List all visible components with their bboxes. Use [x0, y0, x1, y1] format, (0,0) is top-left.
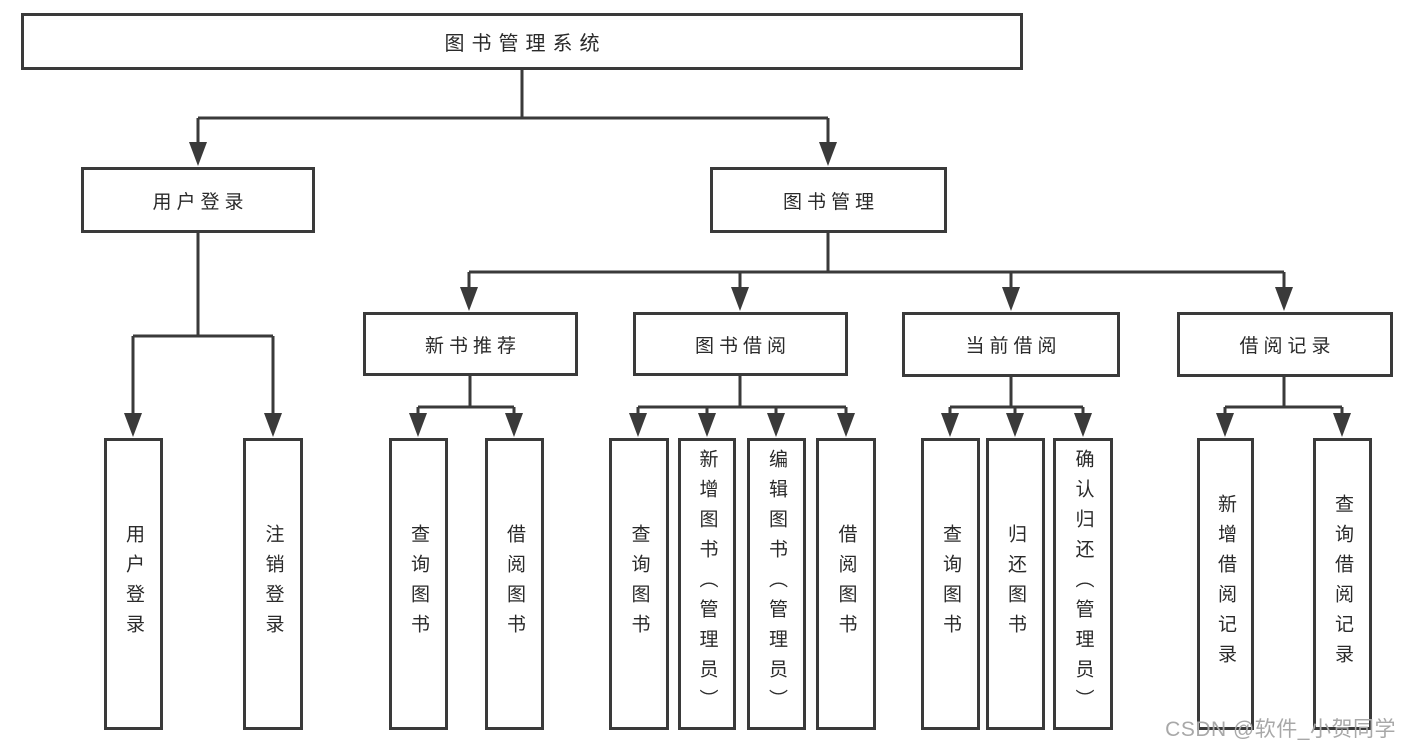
node-leaf-user-login: 用户登录	[104, 438, 163, 730]
node-leaf-borrow-books: 借阅图书	[816, 438, 876, 730]
node-leaf-add-book-admin: 新增图书（管理员）	[678, 438, 736, 730]
node-leaf-edit-book-admin: 编辑图书（管理员）	[747, 438, 806, 730]
node-label: 用户登录	[152, 191, 249, 213]
node-label: 注销登录	[262, 524, 284, 644]
node-label: 新增图书（管理员）	[696, 449, 718, 719]
node-leaf-return-book: 归还图书	[986, 438, 1045, 730]
node-user-login: 用户登录	[81, 167, 315, 233]
connector-paths	[131, 69, 1344, 416]
node-label: 当前借阅	[965, 336, 1062, 357]
node-book-management-system: 图书管理系统	[21, 13, 1023, 70]
node-book-borrowing: 图书借阅	[633, 312, 848, 376]
node-label: 新增借阅记录	[1215, 494, 1236, 674]
node-label: 图书管理	[782, 191, 879, 213]
node-leaf-query-books-current: 查询图书	[921, 438, 980, 730]
node-book-management: 图书管理	[710, 167, 947, 233]
node-label: 新书推荐	[424, 335, 521, 357]
node-label: 用户登录	[123, 524, 144, 644]
node-leaf-confirm-return-admin: 确认归还（管理员）	[1053, 438, 1113, 730]
node-label: 借阅图书	[835, 524, 857, 644]
node-label: 确认归还（管理员）	[1072, 449, 1094, 719]
node-leaf-query-books-recommend: 查询图书	[389, 438, 448, 730]
node-label: 查询借阅记录	[1332, 494, 1353, 674]
node-label: 借阅图书	[504, 524, 525, 644]
node-label: 编辑图书（管理员）	[766, 449, 787, 719]
node-current-borrowing: 当前借阅	[902, 312, 1120, 377]
node-label: 查询图书	[940, 524, 961, 644]
node-label: 借阅记录	[1239, 336, 1336, 357]
node-label: 查询图书	[408, 524, 429, 644]
watermark: CSDN @软件_小贺同学	[1165, 718, 1396, 741]
node-leaf-query-books-borrow: 查询图书	[609, 438, 669, 730]
node-label: 图书管理系统	[444, 33, 607, 55]
node-leaf-add-borrow-record: 新增借阅记录	[1197, 438, 1254, 730]
node-label: 归还图书	[1005, 524, 1026, 644]
arrowheads	[124, 142, 1351, 437]
node-leaf-query-borrow-record: 查询借阅记录	[1313, 438, 1372, 730]
node-label: 图书借阅	[694, 335, 791, 357]
node-new-book-recommend: 新书推荐	[363, 312, 578, 376]
node-leaf-borrow-books-recommend: 借阅图书	[485, 438, 544, 730]
node-borrowing-records: 借阅记录	[1177, 312, 1393, 377]
node-leaf-logout: 注销登录	[243, 438, 303, 730]
node-label: 查询图书	[628, 524, 650, 644]
